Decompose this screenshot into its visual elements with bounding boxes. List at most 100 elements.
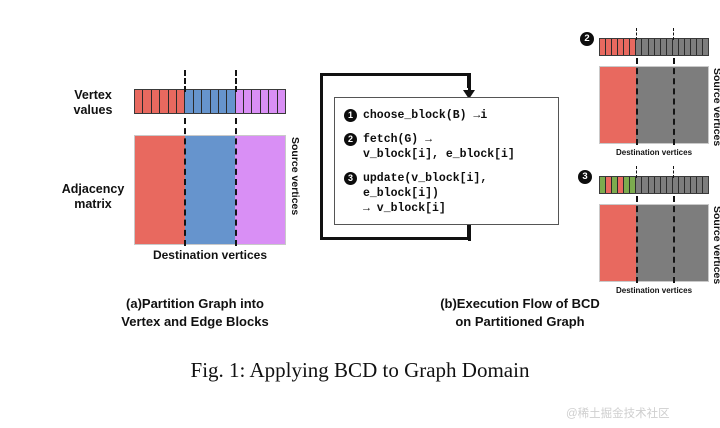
panel-a-vertex-values-bar [134,89,286,114]
panel-a-partition-line-2 [235,70,237,92]
vertex-cell [624,39,631,55]
panel-b-caption: (b)Execution Flow of BCD on Partitioned … [395,295,645,331]
matrix-block [135,136,185,244]
vertex-cell [636,39,643,55]
vertex-cell [642,39,649,55]
vertex-cell [168,90,177,113]
step-text: choose_block(B) →i [363,109,488,122]
loop-arrow-stem [468,73,471,93]
vertex-cell [666,39,673,55]
matrix-block [636,67,672,143]
vertex-cell [210,90,219,113]
vertex-cell [703,177,708,193]
matrix-block [235,136,285,244]
matrix-block [600,205,636,281]
panel-d-source-vertices-label: Source vertices [711,206,720,285]
panel-c-step-badge: 2 [580,32,594,46]
execution-step: 1 choose_block(B) →i [344,108,550,123]
vertex-cell [193,90,203,113]
vertex-cell [678,39,685,55]
step-text: fetch(G) → v_block[i], e_block[i] [363,133,515,161]
vertex-cell [666,177,673,193]
panel-d-vertex-values-bar [599,176,709,194]
vertex-cell [703,39,708,55]
vertex-cell [252,90,261,113]
vertex-cell [227,90,236,113]
vertex-cell [185,90,194,113]
vertex-cell [244,90,253,113]
vertex-cell [600,39,607,55]
panel-a-caption: (a)Partition Graph into Vertex and Edge … [70,295,320,331]
panel-b-caption-line2: on Partitioned Graph [455,314,585,329]
vertex-cell [672,177,679,193]
vertex-cell [176,90,186,113]
vertex-values-label-line2: values [73,103,113,117]
adjacency-matrix-label: Adjacency matrix [56,182,130,212]
panel-d-destination-vertices-label: Destination vertices [615,286,693,295]
panel-c-partition-line-3 [636,58,638,145]
vertex-cell [600,177,607,193]
vertex-cell [624,177,631,193]
vertex-cell [260,90,270,113]
panel-a-destination-vertices-label: Destination vertices [152,248,268,262]
matrix-block [672,67,708,143]
figure-caption: Fig. 1: Applying BCD to Graph Domain [190,358,530,382]
panel-a-partition-line-4 [235,118,237,246]
panel-d-partition-line-4 [673,196,675,283]
vertex-cell [151,90,161,113]
panel-b-caption-line1: (b)Execution Flow of BCD [440,296,600,311]
vertex-cell [648,39,655,55]
vertex-cell [612,177,619,193]
panel-a-source-vertices-label: Source vertices [289,137,301,216]
vertex-cell [654,177,661,193]
panel-c-partition-line-4 [673,58,675,145]
vertex-cell [630,177,637,193]
vertex-values-label: Vertex values [62,88,124,118]
panel-c-partition-line-1 [636,28,637,40]
vertex-cell [235,90,245,113]
vertex-cell [690,177,697,193]
vertex-cell [642,177,649,193]
panel-d-step-badge: 3 [578,170,592,184]
execution-step: 2 fetch(G) → v_block[i], e_block[i] [344,132,550,162]
matrix-block [185,136,235,244]
step-number-badge: 2 [344,133,357,146]
step-text: update(v_block[i], e_block[i]) → v_block… [363,172,488,215]
panel-c-source-vertices-label: Source vertices [711,68,720,147]
vertex-cell [660,177,667,193]
vertex-cell [654,39,661,55]
matrix-block [636,205,672,281]
vertex-cell [606,39,613,55]
panel-c-adjacency-matrix [599,66,709,144]
vertex-cell [684,177,691,193]
panel-a-partition-line-3 [184,118,186,246]
loop-arrow-head-icon [463,90,475,99]
panel-a-partition-line-1 [184,70,186,92]
panel-d-partition-line-3 [636,196,638,283]
vertex-cell [277,90,285,113]
vertex-cell [618,39,625,55]
loop-return-stem [468,222,471,241]
adjacency-matrix-label-line1: Adjacency [61,182,125,196]
vertex-cell [684,39,691,55]
execution-step: 3 update(v_block[i], e_block[i]) → v_blo… [344,171,550,216]
panel-c-destination-vertices-label: Destination vertices [615,148,693,157]
panel-c-vertex-values-bar [599,38,709,56]
panel-a-caption-line1: (a)Partition Graph into [126,296,264,311]
vertex-cell [672,39,679,55]
panel-c-partition-line-2 [673,28,674,40]
vertex-cell [697,177,704,193]
matrix-block [600,67,636,143]
vertex-cell [690,39,697,55]
adjacency-matrix-label-line2: matrix [74,197,112,211]
panel-a-adjacency-matrix [134,135,286,245]
matrix-block [672,205,708,281]
vertex-cell [612,39,619,55]
panel-a-caption-line2: Vertex and Edge Blocks [121,314,269,329]
panel-d-adjacency-matrix [599,204,709,282]
vertex-cell [636,177,643,193]
vertex-cell [630,39,637,55]
vertex-cell [269,90,278,113]
vertex-cell [160,90,169,113]
